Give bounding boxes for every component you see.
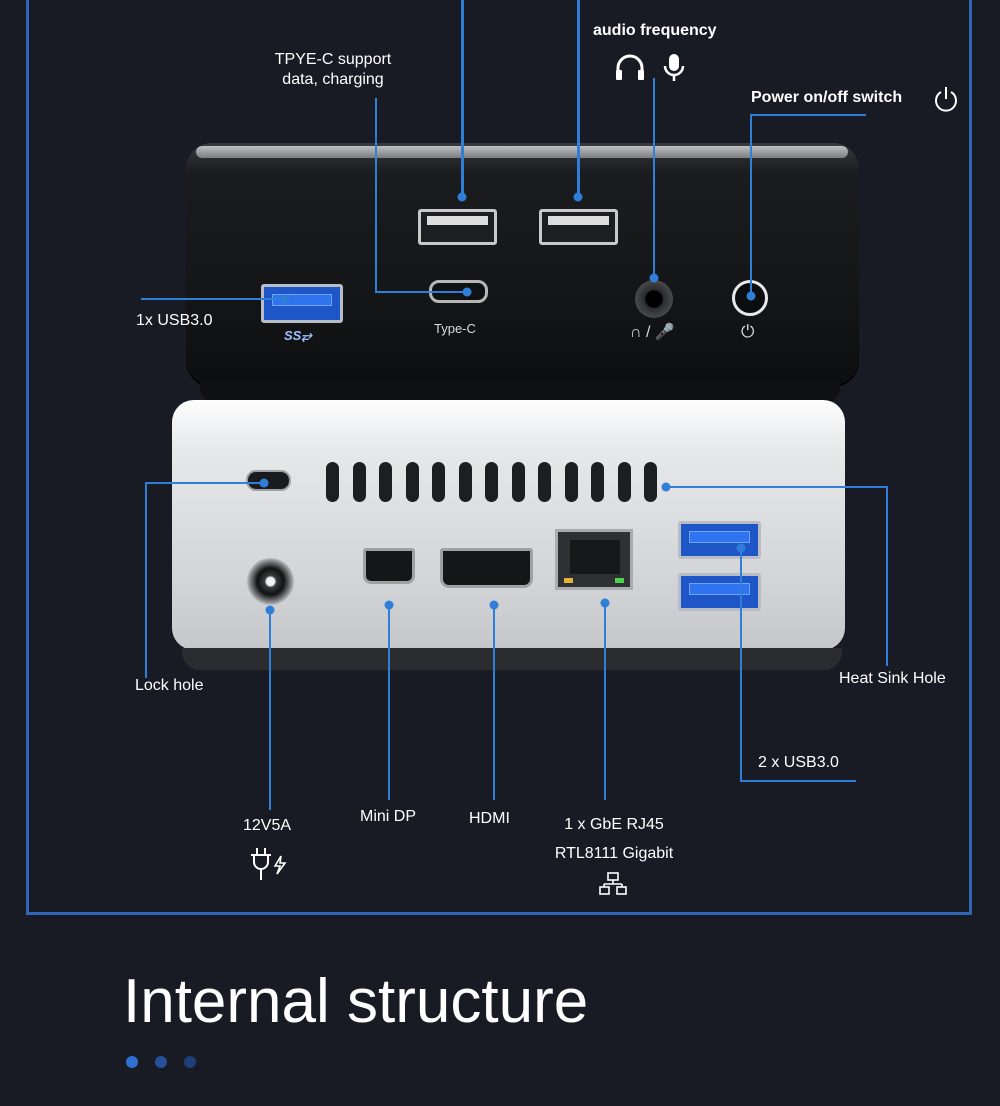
audio-print: ∩ / 🎤 bbox=[630, 324, 675, 341]
audio-jack bbox=[635, 280, 673, 318]
leader-dot bbox=[600, 598, 610, 608]
leader-usb3-single bbox=[141, 298, 285, 300]
network-icon bbox=[599, 872, 627, 895]
leader-minidp bbox=[388, 605, 390, 800]
leader-audio bbox=[653, 78, 655, 278]
leader-dot bbox=[661, 482, 671, 492]
vent-slot bbox=[432, 462, 445, 502]
mini-dp-port bbox=[363, 548, 415, 584]
front-usb-port-2 bbox=[539, 209, 618, 245]
leader-usb-b bbox=[577, 0, 580, 197]
vent-slot bbox=[591, 462, 604, 502]
ss-logo: SS⥂ bbox=[284, 328, 312, 343]
vent-slot bbox=[511, 462, 525, 502]
leader-dot bbox=[736, 543, 746, 553]
hdmi-port bbox=[440, 548, 533, 588]
power-print: ⏻ bbox=[741, 322, 755, 341]
leader-heatsink-h bbox=[666, 486, 888, 488]
leader-dot bbox=[462, 287, 472, 297]
label-lan-line2: RTL8111 Gigabit bbox=[554, 845, 674, 862]
device-bottom-base bbox=[182, 648, 842, 670]
leader-rj45 bbox=[604, 603, 606, 800]
vent-slot bbox=[458, 462, 472, 502]
leader-dot bbox=[384, 600, 394, 610]
leader-usb3-double-v bbox=[740, 548, 742, 781]
pager-dot[interactable] bbox=[126, 1056, 138, 1068]
leader-hdmi bbox=[493, 605, 495, 800]
microphone-icon bbox=[663, 54, 685, 81]
pager-dot[interactable] bbox=[155, 1056, 167, 1068]
leader-power-v bbox=[750, 114, 752, 296]
vent-slot bbox=[564, 462, 578, 502]
leader-usb-a bbox=[461, 0, 464, 197]
vent-slot bbox=[485, 462, 498, 502]
headphones-icon bbox=[616, 54, 644, 80]
vent-slot bbox=[379, 462, 392, 502]
leader-dot bbox=[265, 605, 275, 615]
rj45-port bbox=[555, 529, 633, 590]
vent-slot bbox=[538, 462, 551, 502]
section-title: Internal structure bbox=[123, 967, 589, 1036]
dc-jack bbox=[247, 558, 294, 605]
leader-dot bbox=[746, 291, 756, 301]
front-usb-port-1 bbox=[418, 209, 497, 245]
leader-power-h bbox=[750, 114, 866, 116]
leader-typec-h bbox=[375, 291, 467, 293]
leader-dc bbox=[269, 610, 271, 810]
pager-dot[interactable] bbox=[184, 1056, 196, 1068]
rear-usb3-port-1 bbox=[678, 521, 761, 559]
leader-dot bbox=[649, 273, 659, 283]
leader-heatsink-v bbox=[886, 486, 888, 666]
typec-print: Type-C bbox=[434, 321, 476, 336]
vent-slot bbox=[405, 462, 419, 502]
device-top-feet bbox=[200, 380, 840, 402]
leader-usb3-double-h bbox=[740, 780, 856, 782]
label-power-input: 12V5A bbox=[243, 817, 292, 834]
leader-lock-v bbox=[145, 482, 147, 678]
callout-frame bbox=[26, 0, 972, 915]
lock-slot bbox=[246, 470, 291, 491]
label-typec-line2: data, charging bbox=[282, 71, 384, 88]
label-heat-sink-hole: Heat Sink Hole bbox=[839, 670, 946, 687]
leader-dot bbox=[489, 600, 499, 610]
leader-dot bbox=[259, 478, 269, 488]
label-lan-line1: 1 x GbE RJ45 bbox=[564, 816, 664, 833]
power-icon bbox=[935, 87, 957, 112]
rear-usb3-port-2 bbox=[678, 573, 761, 611]
label-typec-support: TPYE-C support data, charging bbox=[268, 50, 398, 90]
vent-slot bbox=[644, 462, 657, 502]
leader-typec-v bbox=[375, 98, 377, 292]
label-audio-frequency: audio frequency bbox=[593, 22, 717, 39]
vent-slot bbox=[617, 462, 631, 502]
power-plug-icon bbox=[251, 848, 287, 880]
label-usb3-single: 1x USB3.0 bbox=[136, 312, 213, 329]
front-usb3-port bbox=[261, 284, 343, 323]
leader-dot bbox=[573, 192, 583, 202]
leader-dot bbox=[280, 294, 290, 304]
device-top-rim bbox=[196, 146, 848, 158]
label-usb3-double: 2 x USB3.0 bbox=[758, 754, 839, 771]
leader-dot bbox=[457, 192, 467, 202]
label-hdmi: HDMI bbox=[469, 810, 510, 827]
label-lan: 1 x GbE RJ45 RTL8111 Gigabit bbox=[546, 810, 682, 868]
label-mini-dp: Mini DP bbox=[360, 808, 417, 825]
vent-slot bbox=[326, 462, 339, 502]
vent-slot bbox=[352, 462, 366, 502]
label-lock-hole: Lock hole bbox=[135, 677, 204, 694]
leader-lock-h bbox=[145, 482, 264, 484]
label-typec-line1: TPYE-C support bbox=[274, 51, 392, 68]
label-power-switch: Power on/off switch bbox=[751, 89, 903, 106]
device-top-black bbox=[186, 143, 859, 385]
